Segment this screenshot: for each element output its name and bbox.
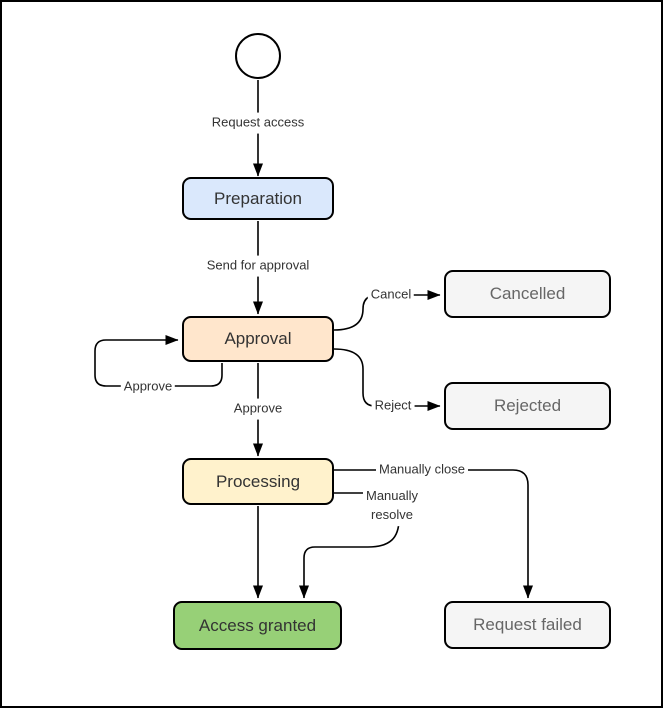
state-label-approval: Approval bbox=[224, 329, 292, 348]
state-label-rejected: Rejected bbox=[493, 396, 562, 415]
state-node-preparation: Preparation bbox=[182, 177, 334, 220]
state-label-request-failed: Request failed bbox=[473, 615, 582, 634]
edge-approval-to-rejected bbox=[333, 348, 441, 411]
edge-label-cancel: Cancel bbox=[367, 284, 415, 306]
state-label-preparation: Preparation bbox=[214, 188, 302, 208]
state-label-cancelled: Cancelled bbox=[489, 284, 566, 303]
edge-label-reject: Reject bbox=[371, 395, 415, 417]
state-node-approval: Approval bbox=[182, 316, 334, 362]
edge-processing-to-request-failed bbox=[334, 469, 533, 599]
edge-label-approve-self-loop: Approve bbox=[120, 376, 176, 398]
state-label-processing: Processing bbox=[215, 471, 301, 491]
edge-approval-self-loop bbox=[94, 335, 223, 387]
edge-manually-resolve-to-access-granted bbox=[299, 518, 400, 599]
state-node-rejected: Rejected bbox=[444, 382, 611, 430]
edge-label-approve: Approve bbox=[230, 398, 286, 420]
edge-label-request-access: Request access bbox=[208, 112, 308, 134]
edge-label-manually-resolve: Manually resolve bbox=[362, 486, 422, 526]
state-node-access-granted: Access granted bbox=[173, 601, 342, 650]
start-state-circle bbox=[235, 33, 281, 79]
state-label-access-granted: Access granted bbox=[198, 615, 317, 635]
state-node-processing: Processing bbox=[182, 458, 334, 505]
edge-label-manually-close: Manually close bbox=[376, 459, 468, 481]
state-node-request-failed: Request failed bbox=[444, 601, 611, 649]
state-node-cancelled: Cancelled bbox=[444, 270, 611, 318]
edge-label-send-for-approval: Send for approval bbox=[203, 255, 313, 277]
